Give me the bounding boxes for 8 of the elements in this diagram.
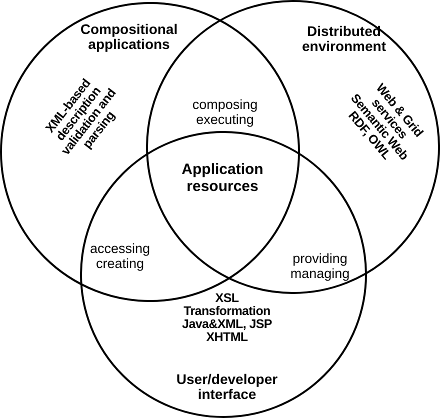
overlap-label: accessing creating [88, 242, 152, 272]
circle-topics: XSL Transformation Java&XML, JSP XHTML [181, 292, 273, 344]
overlap-label: Application resources [180, 162, 264, 195]
overlap-label: composing executing [191, 98, 259, 128]
circle-heading: User/developer interface [175, 372, 279, 403]
overlap-label: providing managing [289, 252, 351, 282]
circle-heading: Distributed environment [300, 24, 387, 55]
circle-heading: Compositional applications [79, 22, 179, 53]
